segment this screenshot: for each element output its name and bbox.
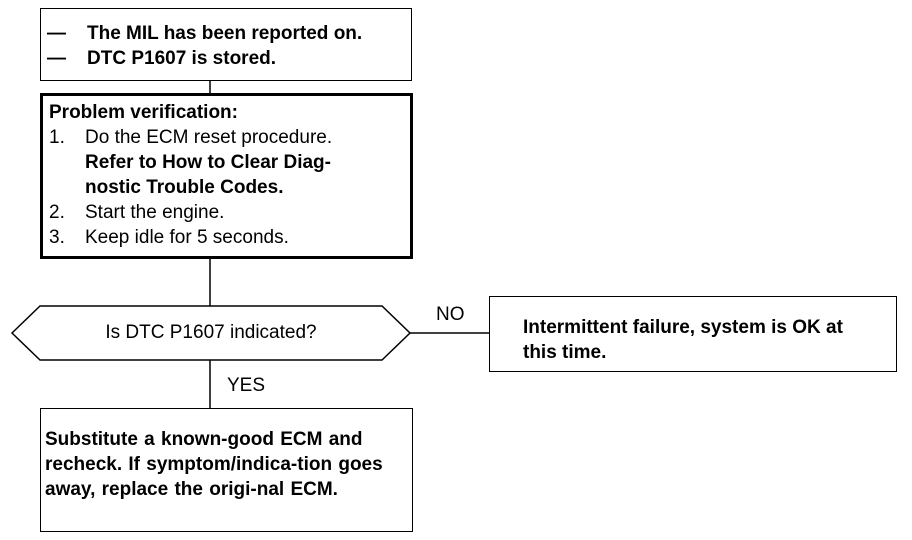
mil-line-1: — The MIL has been reported on. <box>47 23 363 44</box>
decision-question: Is DTC P1607 indicated? <box>105 322 317 343</box>
verification-step-2: 2. Start the engine. <box>49 202 225 223</box>
verification-heading: Problem verification: <box>49 102 238 123</box>
dash-symbol: — <box>47 48 66 69</box>
intermittent-failure-box: Intermittent failure, system is OK at th… <box>489 296 897 372</box>
dash-symbol: — <box>47 23 66 44</box>
substitute-ecm-text: Substitute a known-good ECM and recheck.… <box>45 429 383 500</box>
verification-step-3: 3. Keep idle for 5 seconds. <box>49 227 289 248</box>
reference-text: Refer to How to Clear Diag-nostic Troubl… <box>85 152 331 198</box>
verification-step-1: 1. Do the ECM reset procedure. Refer to … <box>49 127 333 198</box>
mil-line-2: — DTC P1607 is stored. <box>47 48 277 69</box>
problem-verification-box: Problem verification: 1. Do the ECM rese… <box>40 93 413 259</box>
no-label: NO <box>436 304 465 325</box>
intermittent-failure-text: Intermittent failure, system is OK at th… <box>523 317 843 363</box>
yes-label: YES <box>227 375 266 396</box>
mil-reported-box: — The MIL has been reported on. — DTC P1… <box>40 8 412 81</box>
substitute-ecm-box: Substitute a known-good ECM and recheck.… <box>40 408 413 532</box>
